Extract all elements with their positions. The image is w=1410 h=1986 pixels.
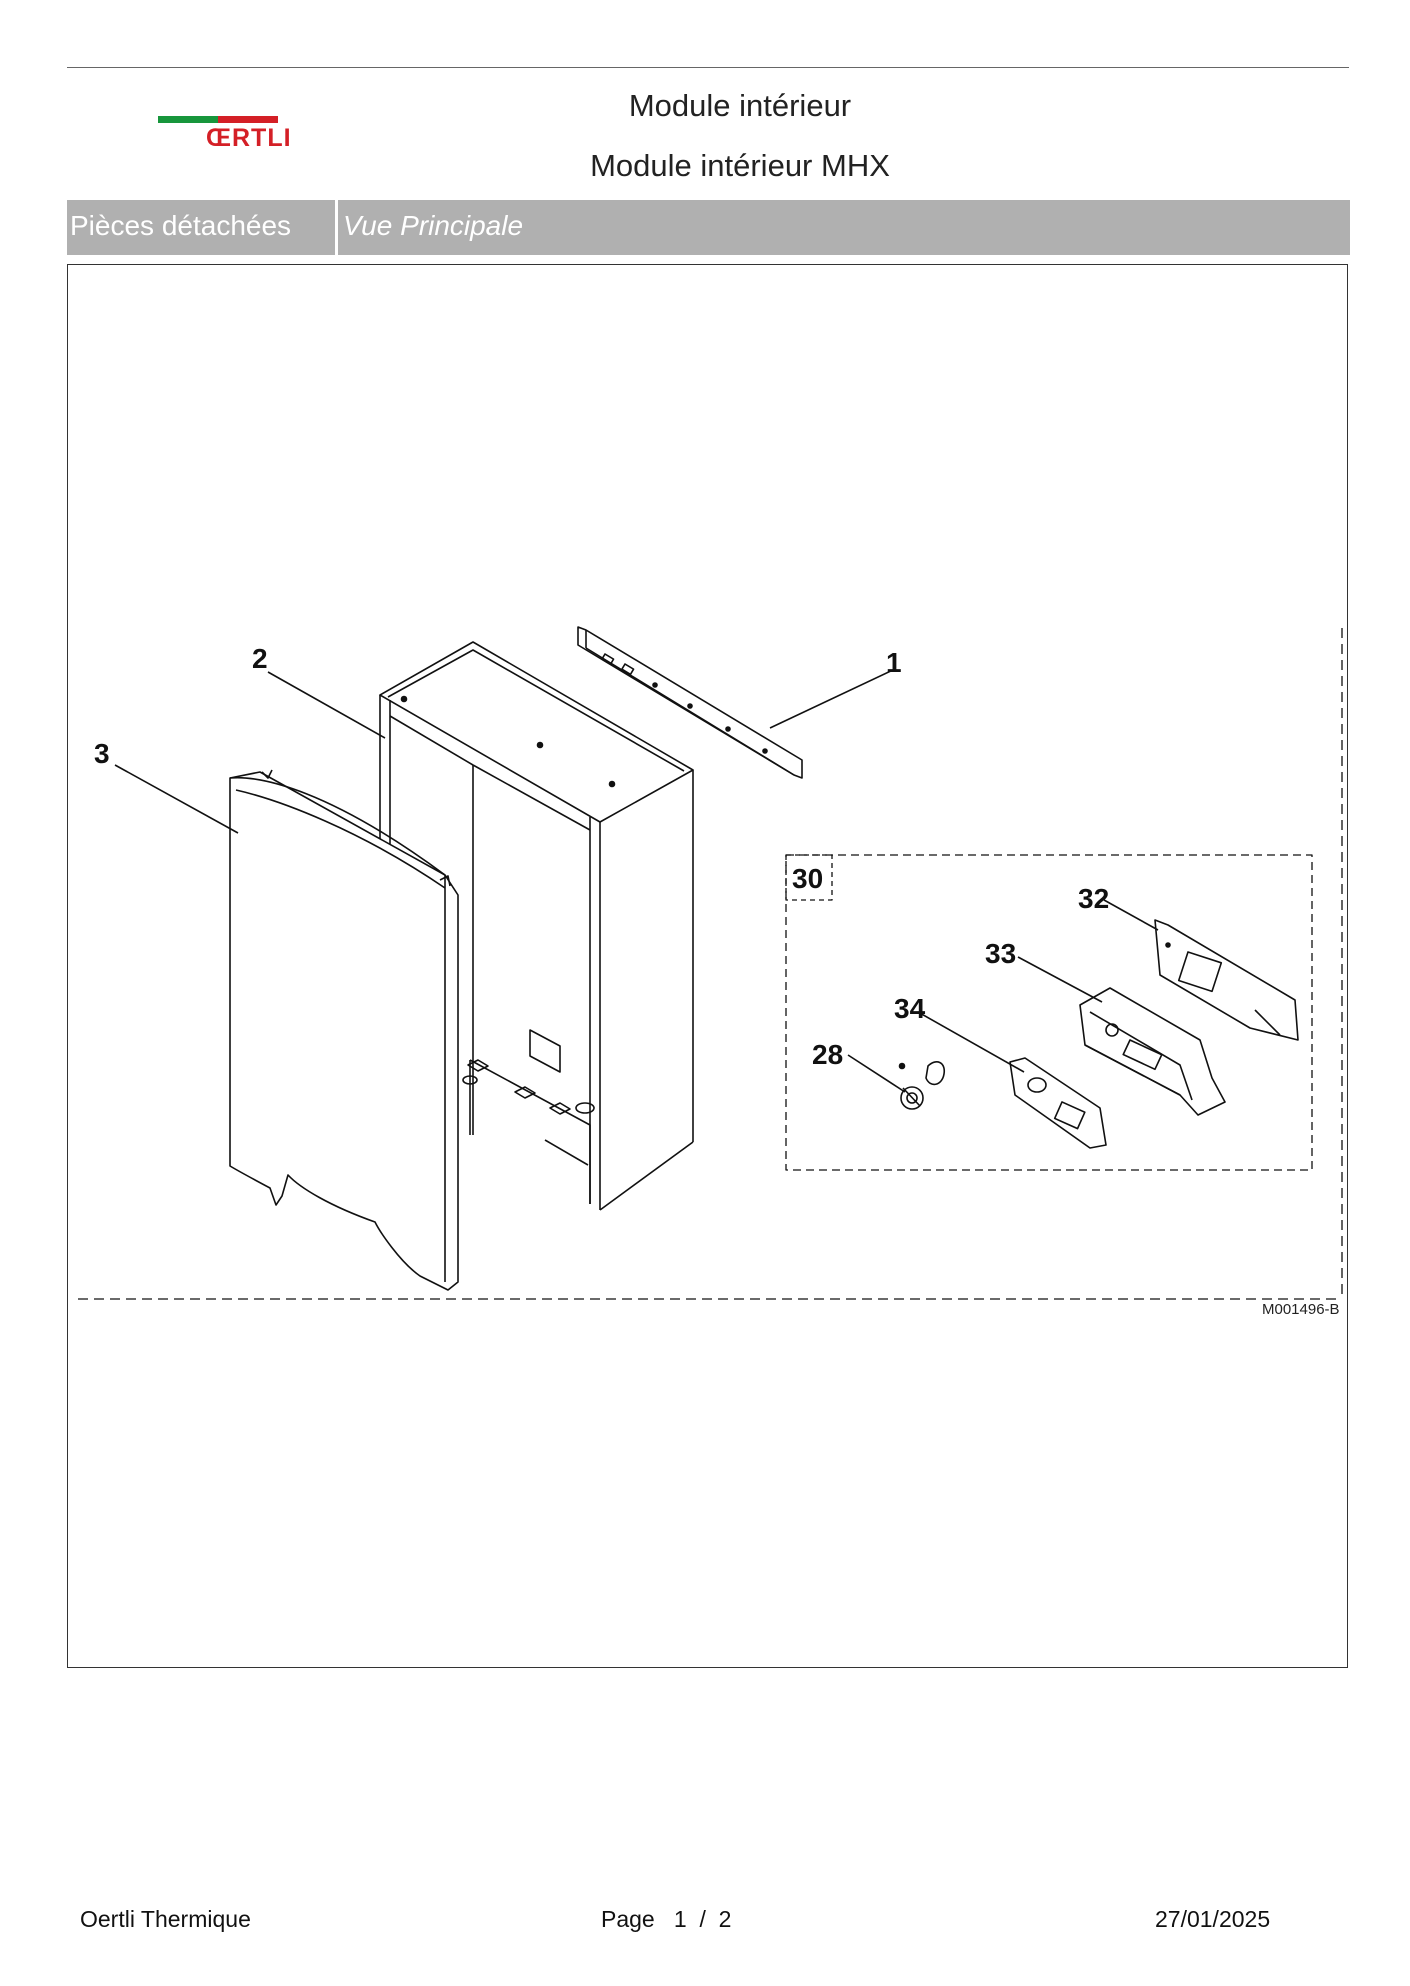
leader-28 [847,1054,906,1093]
part-front-cover [229,769,459,1291]
part-32-plate [1154,919,1299,1041]
callout-30: 30 [792,863,823,894]
part-28-knob [898,1061,946,1110]
part-33-control-box [1079,987,1226,1116]
page-label: Page [601,1906,655,1932]
part-34-gasket [1009,1057,1107,1149]
callout-28: 28 [812,1039,843,1070]
subassembly-box [785,854,1313,1171]
footer-company: Oertli Thermique [80,1906,251,1932]
leader-3 [114,764,239,834]
drawing-reference: M001496-B [1262,1301,1340,1318]
page-separator: / [699,1906,706,1932]
page-subtitle: Module intérieur MHX [590,148,890,183]
part-wall-bracket [577,626,803,779]
callout-1: 1 [886,647,902,678]
callout-2: 2 [252,643,268,674]
logo-wordmark: ŒRTLI [206,124,292,152]
footer-page-number: Page 1 / 2 [601,1906,731,1933]
callout-32: 32 [1078,883,1109,914]
leader-32 [1103,899,1159,931]
logo-green-stripe [158,116,218,123]
page-title: Module intérieur [628,88,852,123]
logo-red-stripe [218,116,278,123]
view-label: Vue Principale [343,210,524,241]
leader-33 [1017,956,1103,1003]
section-bar: Pièces détachées Vue Principale [67,200,1350,255]
leader-1 [769,669,894,729]
callout-3: 3 [94,738,110,769]
leader-34 [917,1011,1025,1073]
diagram-frame [67,264,1348,1668]
subassembly-label-box [785,854,833,901]
section-separator [335,200,338,255]
callout-34: 34 [894,993,926,1024]
footer-date: 27/01/2025 [1155,1906,1271,1932]
section-label: Pièces détachées [70,210,292,241]
top-rule [67,67,1349,68]
callout-33: 33 [985,938,1016,969]
leader-2 [267,671,386,739]
page-total: 2 [718,1906,732,1932]
page-current: 1 [673,1906,687,1932]
brand-logo: ŒRTLI [158,114,308,154]
